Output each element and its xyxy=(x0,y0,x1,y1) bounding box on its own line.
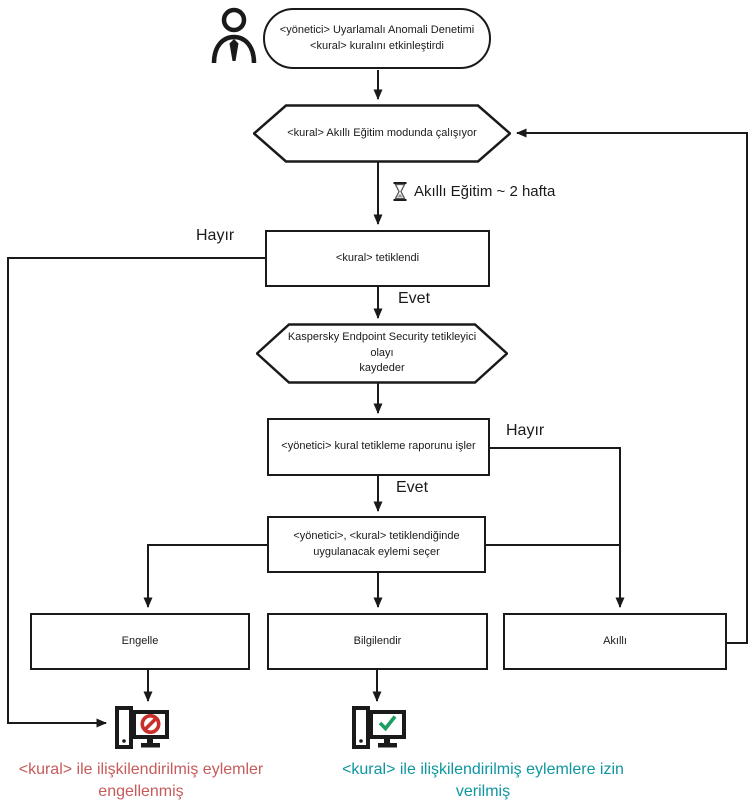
edge-label-yes-2: Evet xyxy=(396,479,429,496)
node-rule-triggered: <kural> tetiklendi xyxy=(265,230,490,287)
training-duration: Akıllı Eğitim ~ 2 hafta xyxy=(393,182,555,201)
edge-label-no-1: Hayır xyxy=(196,227,235,244)
caption-blocked-line2: engellenmiş xyxy=(98,782,184,800)
node-block: Engelle xyxy=(30,613,250,670)
node-smart: Akıllı xyxy=(503,613,727,670)
caption-blocked-line1: <kural> ile ilişkilendirilmiş eylemler xyxy=(18,761,264,778)
computer-blocked-icon xyxy=(114,705,170,756)
node-start-line1: <yönetici> Uyarlamalı Anomali Denetimi xyxy=(279,23,475,36)
edge-label-no-2: Hayır xyxy=(506,422,545,439)
person-icon xyxy=(211,6,257,69)
caption-allowed: <kural> ile ilişkilendirilmiş eylemlere … xyxy=(288,759,678,802)
node-admin-report-label: <yönetici> kural tetikleme raporunu işle… xyxy=(281,440,476,453)
node-block-label: Engelle xyxy=(121,634,159,647)
node-start: <yönetici> Uyarlamalı Anomali Denetimi <… xyxy=(263,8,491,69)
node-admin-selects-line1: <yönetici>, <kural> tetiklendiğinde xyxy=(293,529,460,542)
node-smart-label: Akıllı xyxy=(603,634,627,647)
node-smart-training-label: <kural> Akıllı Eğitim modunda çalışıyor xyxy=(287,126,477,139)
node-kes-logs-line1: Kaspersky Endpoint Security tetikleyici … xyxy=(287,330,477,359)
node-admin-report: <yönetici> kural tetikleme raporunu işle… xyxy=(267,418,490,476)
node-inform: Bilgilendir xyxy=(267,613,488,670)
node-kes-logs-line2: kaydeder xyxy=(359,362,405,375)
node-admin-selects: <yönetici>, <kural> tetiklendiğinde uygu… xyxy=(267,516,486,573)
hourglass-icon xyxy=(393,182,407,201)
caption-allowed-line2: verilmiş xyxy=(455,782,511,800)
node-rule-triggered-label: <kural> tetiklendi xyxy=(335,251,420,264)
caption-allowed-line1: <kural> ile ilişkilendirilmiş eylemlere … xyxy=(342,761,624,778)
hexagon-shape xyxy=(256,323,508,384)
node-kes-logs: Kaspersky Endpoint Security tetikleyici … xyxy=(256,323,508,384)
node-smart-training: <kural> Akıllı Eğitim modunda çalışıyor xyxy=(253,104,511,163)
hexagon-shape xyxy=(253,104,511,163)
node-inform-label: Bilgilendir xyxy=(353,634,402,647)
caption-blocked: <kural> ile ilişkilendirilmiş eylemler e… xyxy=(0,759,282,802)
training-duration-label: Akıllı Eğitim ~ 2 hafta xyxy=(414,183,556,200)
node-start-line2: <kural> kuralını etkinleştirdi xyxy=(310,39,444,52)
computer-allowed-icon xyxy=(351,705,407,756)
edge-label-yes-1: Evet xyxy=(398,290,431,307)
node-admin-selects-line2: uygulanacak eylemi seçer xyxy=(313,545,440,558)
